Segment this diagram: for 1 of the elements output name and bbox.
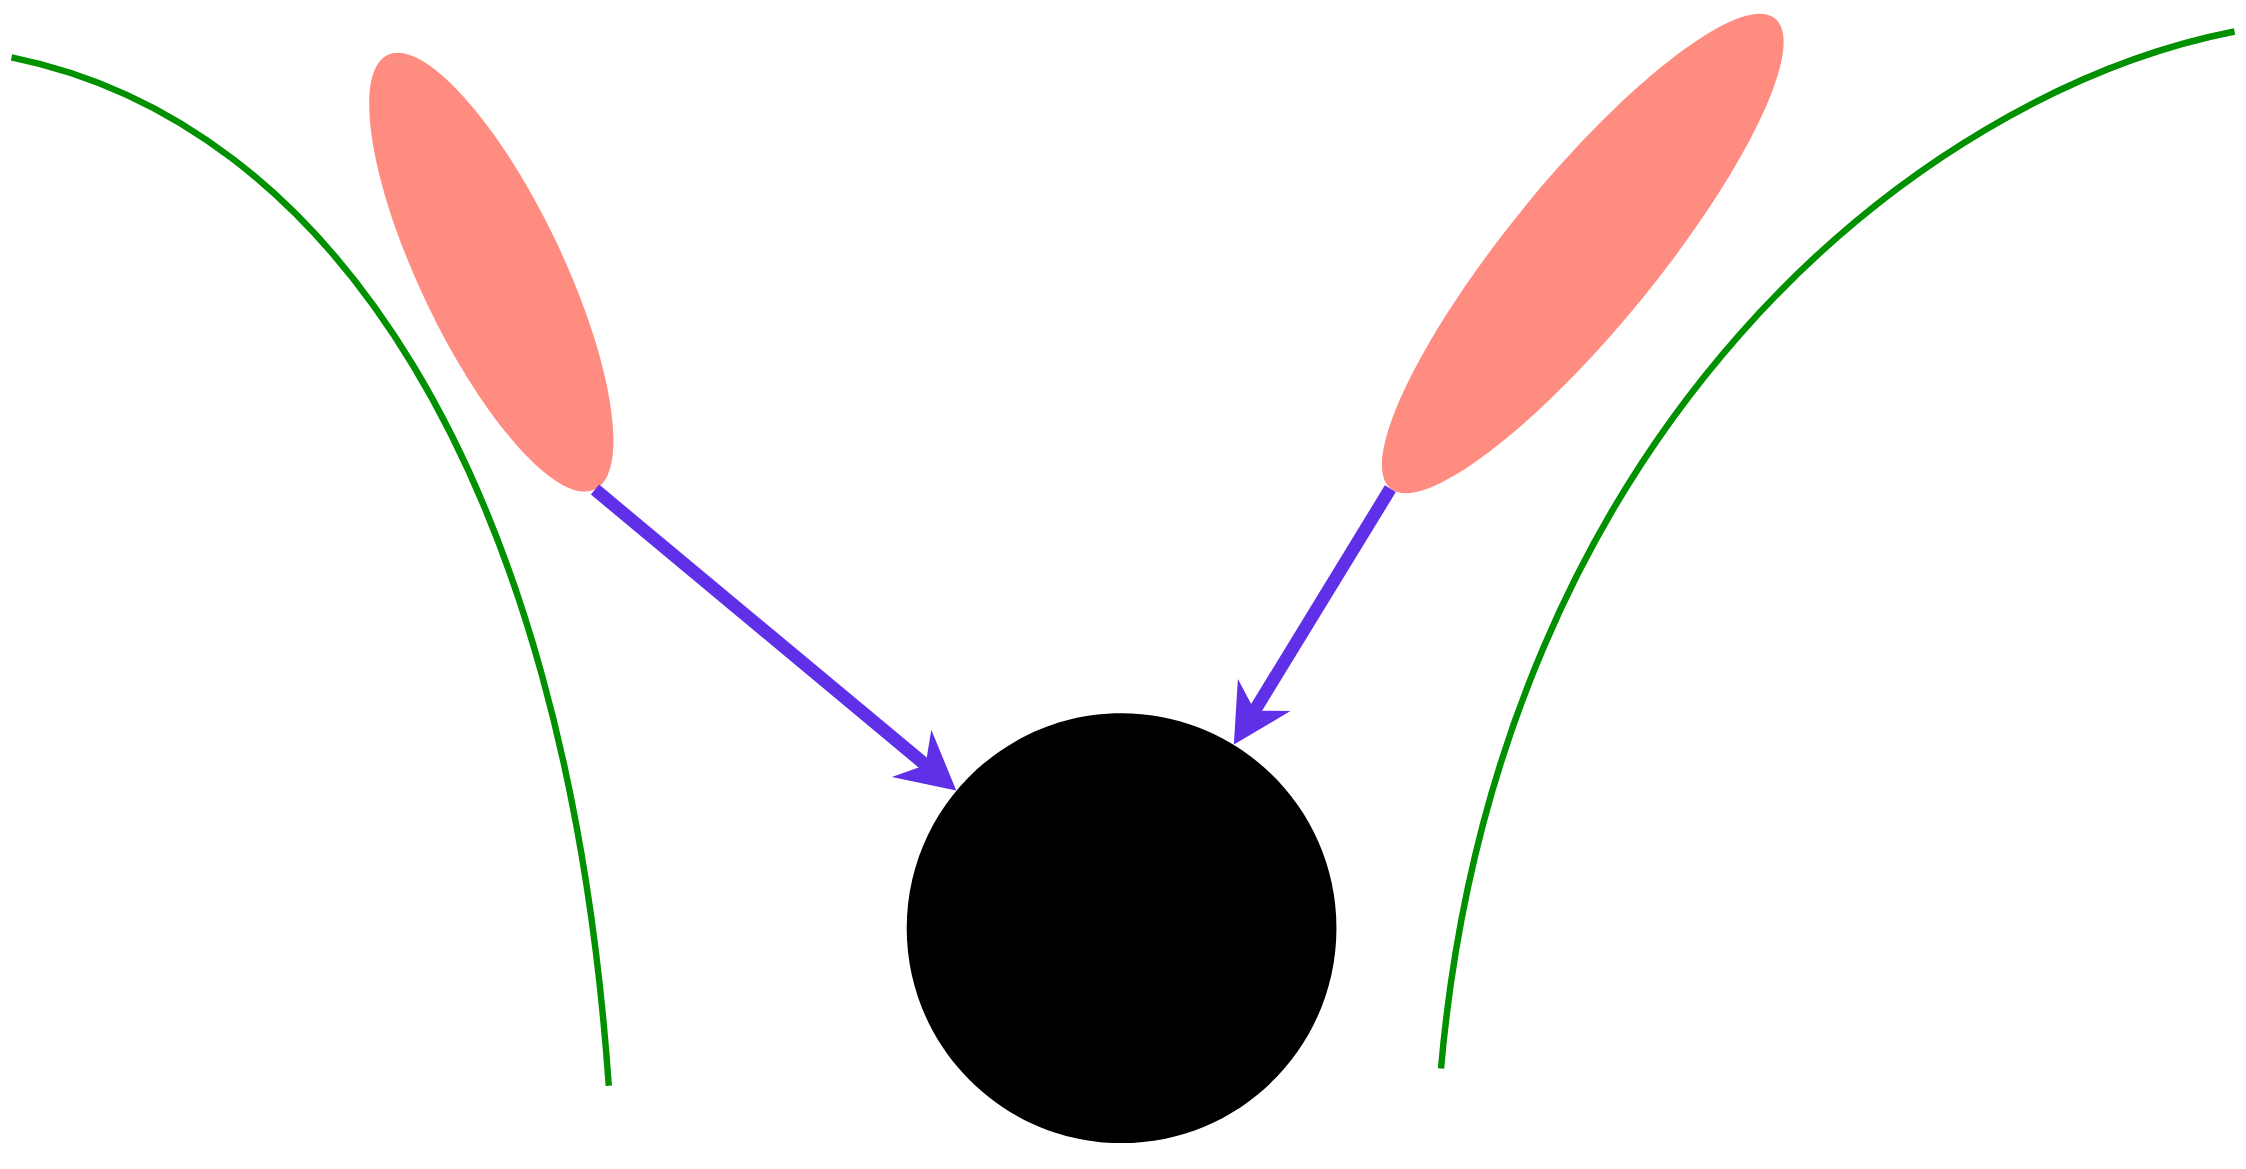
circle-shape	[906, 713, 1337, 1144]
